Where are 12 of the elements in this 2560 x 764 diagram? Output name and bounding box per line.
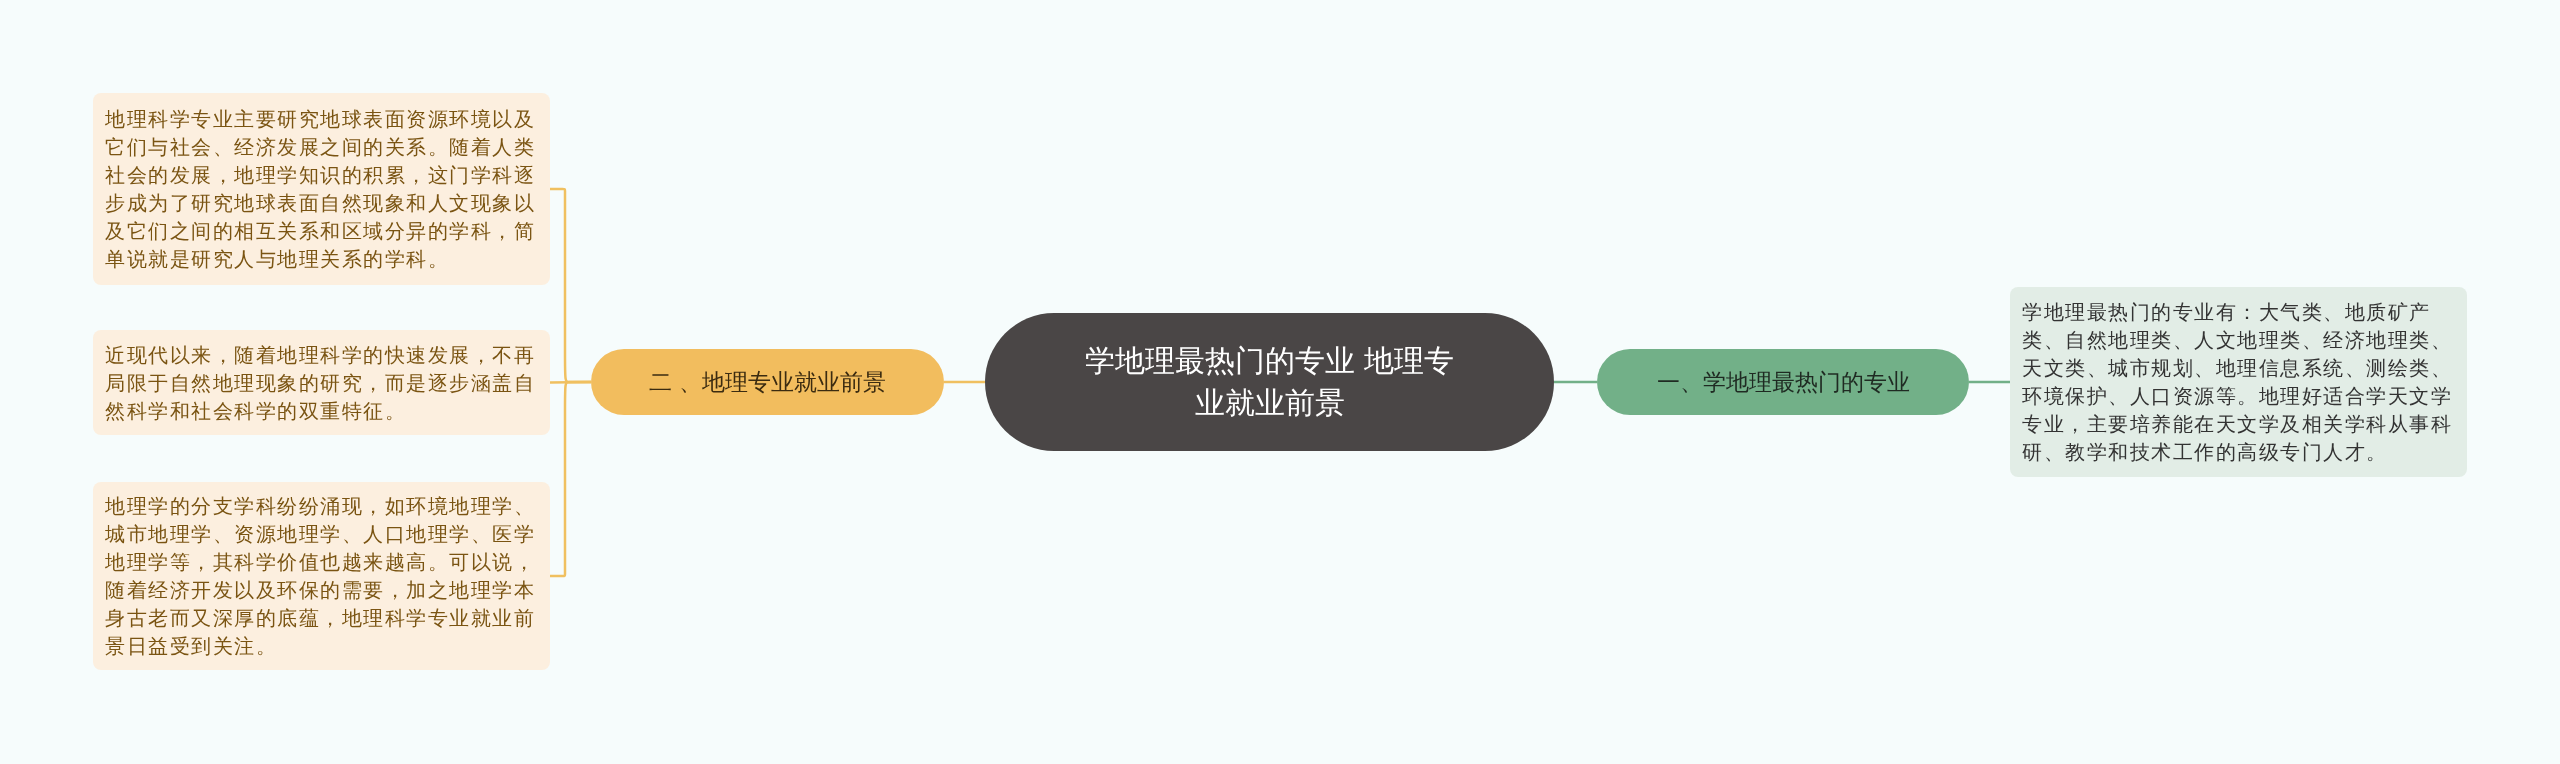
branch-topic: 一、学地理最热门的专业: [1597, 349, 1969, 415]
connector-line: [550, 380, 591, 578]
connector-line: [944, 380, 985, 384]
connector-line: [550, 380, 591, 384]
text-card: 学地理最热门的专业有：大气类、地质矿产类、自然地理类、人文地理类、经济地理类、天文类、城市规划、地理信息系统、测绘类、环境保护、人口资源等。地理好适合学天文学专业，主要培养能在天文学及相关学科从事科研、教学和技术工作的高级专门人才。: [2010, 287, 2467, 477]
branch-topic: 二 、地理专业就业前景: [591, 349, 944, 415]
connector-line: [1554, 380, 1597, 384]
text-card: 近现代以来，随着地理科学的快速发展，不再局限于自然地理现象的研究，而是逐步涵盖自然科学和社会科学的双重特征。: [93, 330, 550, 435]
connector-line: [1969, 380, 2010, 384]
text-card: 地理学的分支学科纷纷涌现，如环境地理学、城市地理学、资源地理学、人口地理学、医学地理学等，其科学价值也越来越高。可以说，随着经济开发以及环保的需要，加之地理学本身古老而又深厚的底蕴，地理科学专业就业前景日益受到关注。: [93, 482, 550, 670]
root-topic: 学地理最热门的专业 地理专业就业前景: [985, 313, 1554, 451]
text-card: 地理科学专业主要研究地球表面资源环境以及它们与社会、经济发展之间的关系。随着人类社会的发展，地理学知识的积累，这门学科逐步成为了研究地球表面自然现象和人文现象以及它们之间的相互关系和区域分异的学科，简单说就是研究人与地理关系的学科。: [93, 93, 550, 285]
